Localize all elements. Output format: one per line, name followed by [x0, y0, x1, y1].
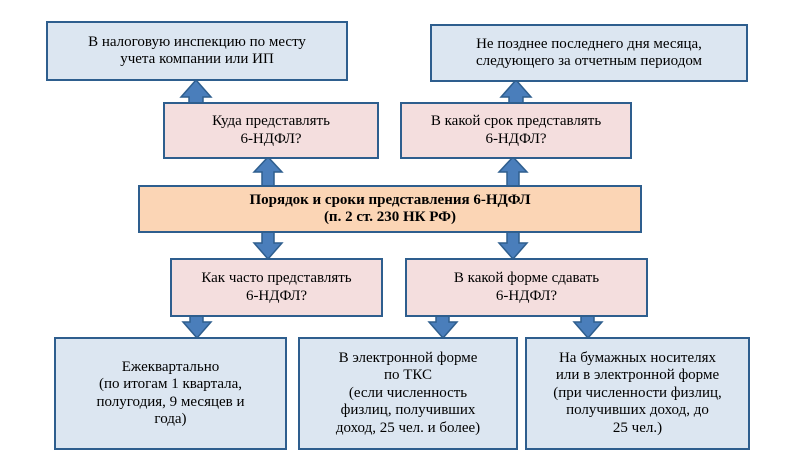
node-question-where-text: Куда представлять 6-НДФЛ? [212, 113, 330, 147]
arrow-root-to-q-deadline [497, 155, 529, 187]
node-question-howoften[interactable]: Как часто представлять 6-НДФЛ? [170, 258, 383, 317]
node-question-where[interactable]: Куда представлять 6-НДФЛ? [163, 102, 379, 159]
node-answer-form-paper[interactable]: На бумажных носителях или в электронной … [525, 337, 750, 450]
arrow-root-to-q-where [252, 155, 284, 187]
node-answer-where[interactable]: В налоговую инспекцию по месту учета ком… [46, 21, 348, 81]
node-question-deadline-text: В какой срок представлять 6-НДФЛ? [430, 113, 602, 147]
arrow-q-where-to-a-where [179, 78, 213, 104]
node-root-title-text: Порядок и сроки представления 6-НДФЛ (п.… [249, 191, 531, 225]
node-question-deadline[interactable]: В какой срок представлять 6-НДФЛ? [400, 102, 632, 159]
node-answer-howoften[interactable]: Ежеквартально (по итогам 1 квартала, пол… [54, 337, 287, 450]
arrow-q-howoften-to-a-howoften [181, 315, 213, 340]
node-question-howoften-text: Как часто представлять 6-НДФЛ? [201, 270, 352, 304]
arrow-root-to-q-form [497, 231, 529, 261]
node-answer-form-electronic[interactable]: В электронной форме по ТКС (если численн… [298, 337, 518, 450]
node-question-form-text: В какой форме сдавать 6-НДФЛ? [453, 270, 600, 304]
node-answer-deadline-text: Не позднее последнего дня месяца, следую… [475, 35, 703, 69]
node-question-form[interactable]: В какой форме сдавать 6-НДФЛ? [405, 258, 648, 317]
node-answer-deadline[interactable]: Не позднее последнего дня месяца, следую… [430, 24, 748, 82]
node-answer-form-paper-text: На бумажных носителях или в электронной … [553, 350, 722, 436]
arrow-q-form-to-a-electronic [427, 315, 459, 340]
arrow-q-deadline-to-a-deadline [499, 78, 533, 104]
arrow-root-to-q-howoften [252, 231, 284, 261]
node-answer-howoften-text: Ежеквартально (по итогам 1 квартала, пол… [96, 358, 245, 427]
node-answer-form-electronic-text: В электронной форме по ТКС (если численн… [335, 350, 481, 436]
node-answer-where-text: В налоговую инспекцию по месту учета ком… [88, 33, 306, 67]
node-root-title[interactable]: Порядок и сроки представления 6-НДФЛ (п.… [138, 185, 642, 233]
arrow-q-form-to-a-paper [572, 315, 604, 340]
